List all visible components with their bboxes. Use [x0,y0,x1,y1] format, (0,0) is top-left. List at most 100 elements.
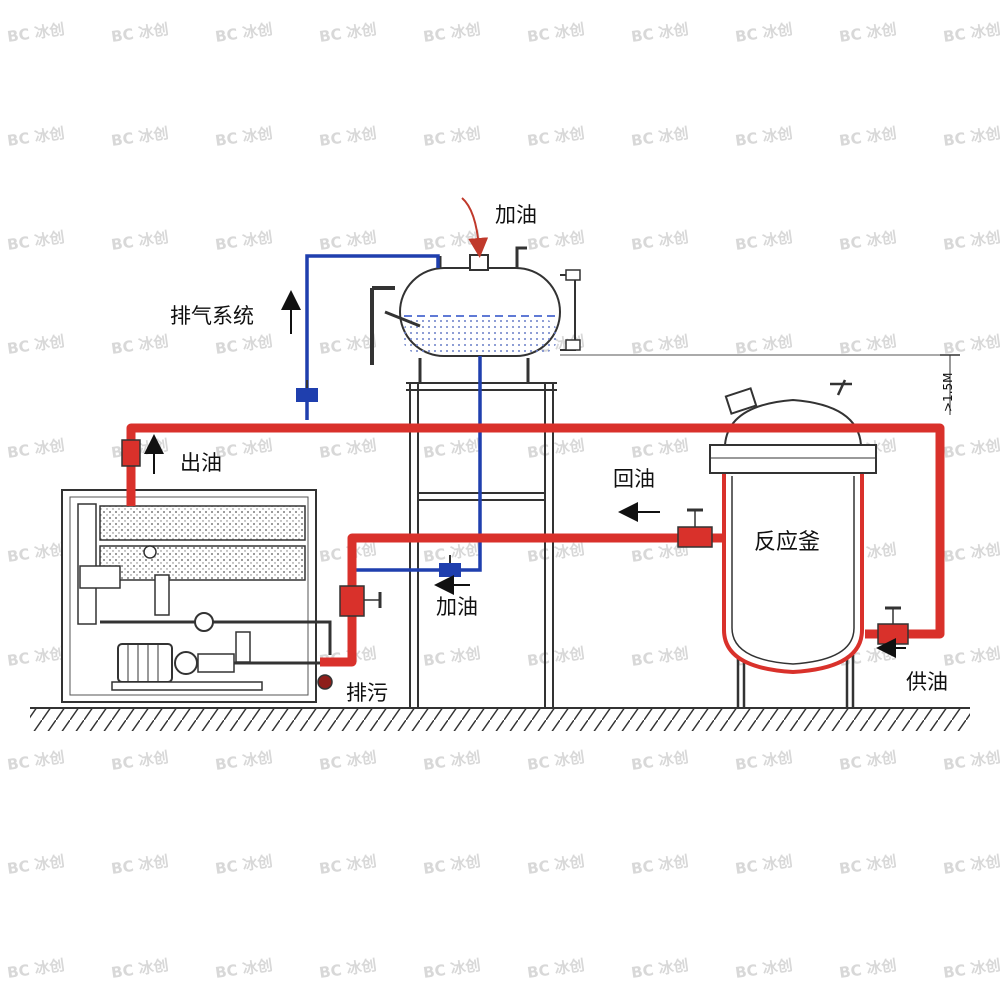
fill-oil-label-top: 加油 [495,203,537,227]
watermark-tile: BC 冰创 [318,332,378,358]
watermark-tile: BC 冰创 [942,852,1000,878]
watermark-tile: BC 冰创 [214,748,274,774]
watermark-tile: BC 冰创 [214,124,274,150]
watermark-tile: BC 冰创 [110,852,170,878]
height-note-label: >1.5M [941,373,955,413]
watermark-tile: BC 冰创 [422,748,482,774]
fill-oil-label-bottom: 加油 [436,595,478,619]
watermark-tile: BC 冰创 [318,228,378,254]
watermark-tile: BC 冰创 [734,228,794,254]
watermark-tile: BC 冰创 [110,332,170,358]
watermark-tile: BC 冰创 [318,20,378,46]
blue-valves [296,380,461,577]
drain-label: 排污 [346,681,388,705]
return-pipe [347,533,724,590]
watermark-tile: BC 冰创 [6,852,66,878]
watermark-tile: BC 冰创 [526,540,586,566]
watermark-tile: BC 冰创 [942,540,1000,566]
watermark-tile: BC 冰创 [214,228,274,254]
watermark-tile: BC 冰创 [630,332,690,358]
watermark-tile: BC 冰创 [422,124,482,150]
watermark-tile: BC 冰创 [422,228,482,254]
supply-oil-label: 供油 [906,670,948,694]
flow-arrows [144,197,906,658]
watermark-tile: BC 冰创 [734,748,794,774]
reactor-legs [736,655,855,708]
watermark-tile: BC 冰创 [6,332,66,358]
watermark-tile: BC 冰创 [734,20,794,46]
watermark-tile: BC 冰创 [630,436,690,462]
watermark-tile: BC 冰创 [110,124,170,150]
watermark-tile: BC 冰创 [526,436,586,462]
watermark-tile: BC 冰创 [422,852,482,878]
watermark-tile: BC 冰创 [422,436,482,462]
watermark-tile: BC 冰创 [630,644,690,670]
watermark-tile: BC 冰创 [526,20,586,46]
watermark-tile: BC 冰创 [630,124,690,150]
watermark-tile: BC 冰创 [942,332,1000,358]
watermark-tile: BC 冰创 [838,20,898,46]
watermark-tile: BC 冰创 [526,644,586,670]
watermark-tile: BC 冰创 [526,228,586,254]
watermark-tile: BC 冰创 [422,956,482,982]
watermark-tile: BC 冰创 [6,540,66,566]
watermark-tile: BC 冰创 [630,228,690,254]
watermark-tile: BC 冰创 [214,436,274,462]
watermark-tile: BC 冰创 [318,436,378,462]
watermark-tile: BC 冰创 [110,228,170,254]
watermark-tile: BC 冰创 [318,124,378,150]
watermark-tile: BC 冰创 [110,20,170,46]
watermark-tile: BC 冰创 [838,748,898,774]
watermark-tile: BC 冰创 [838,124,898,150]
watermark-tile: BC 冰创 [422,644,482,670]
watermark-tile: BC 冰创 [630,956,690,982]
watermark-tile: BC 冰创 [526,748,586,774]
watermark-tile: BC 冰创 [214,20,274,46]
expansion-tank [370,246,581,383]
watermark-tile: BC 冰创 [942,956,1000,982]
watermark-tile: BC 冰创 [838,332,898,358]
vent-pipe [305,254,440,420]
watermark-tile: BC 冰创 [734,332,794,358]
watermark-tile: BC 冰创 [838,852,898,878]
watermark-tile: BC 冰创 [526,124,586,150]
watermark-tile: BC 冰创 [214,956,274,982]
boiler-unit [61,489,332,703]
watermark-tile: BC 冰创 [734,956,794,982]
watermark-tile: BC 冰创 [734,852,794,878]
red-valves [121,439,909,690]
watermark-tile: BC 冰创 [318,748,378,774]
watermark-tile: BC 冰创 [6,436,66,462]
watermark-tile: BC 冰创 [6,748,66,774]
watermark-tile: BC 冰创 [630,748,690,774]
watermark-tile: BC 冰创 [526,852,586,878]
watermark-tile: BC 冰创 [526,956,586,982]
watermark-tile: BC 冰创 [6,228,66,254]
watermark-tile: BC 冰创 [942,228,1000,254]
reactor-vessel [709,379,877,675]
watermark-tile: BC 冰创 [942,644,1000,670]
watermark-tile: BC 冰创 [6,124,66,150]
watermark-tile: BC 冰创 [942,748,1000,774]
watermark-tile: BC 冰创 [6,644,66,670]
watermark-tile: BC 冰创 [630,20,690,46]
watermark-tile: BC 冰创 [838,228,898,254]
oil-out-label: 出油 [180,451,222,475]
ground [30,707,970,731]
watermark-tile: BC 冰创 [734,124,794,150]
watermark-tile: BC 冰创 [838,956,898,982]
watermark-tile: BC 冰创 [6,20,66,46]
watermark-tile: BC 冰创 [110,748,170,774]
watermark-tile: BC 冰创 [942,20,1000,46]
watermark-tile: BC 冰创 [630,852,690,878]
fill-arrow-red [461,197,489,258]
watermark-tile: BC 冰创 [318,852,378,878]
watermark-tile: BC 冰创 [422,20,482,46]
watermark-tile: BC 冰创 [942,436,1000,462]
watermark-tile: BC 冰创 [942,124,1000,150]
reactor-label: 反应釜 [754,530,820,555]
return-oil-label: 回油 [613,467,655,491]
exhaust-system-label: 排气系统 [170,304,254,328]
watermark-tile: BC 冰创 [214,852,274,878]
